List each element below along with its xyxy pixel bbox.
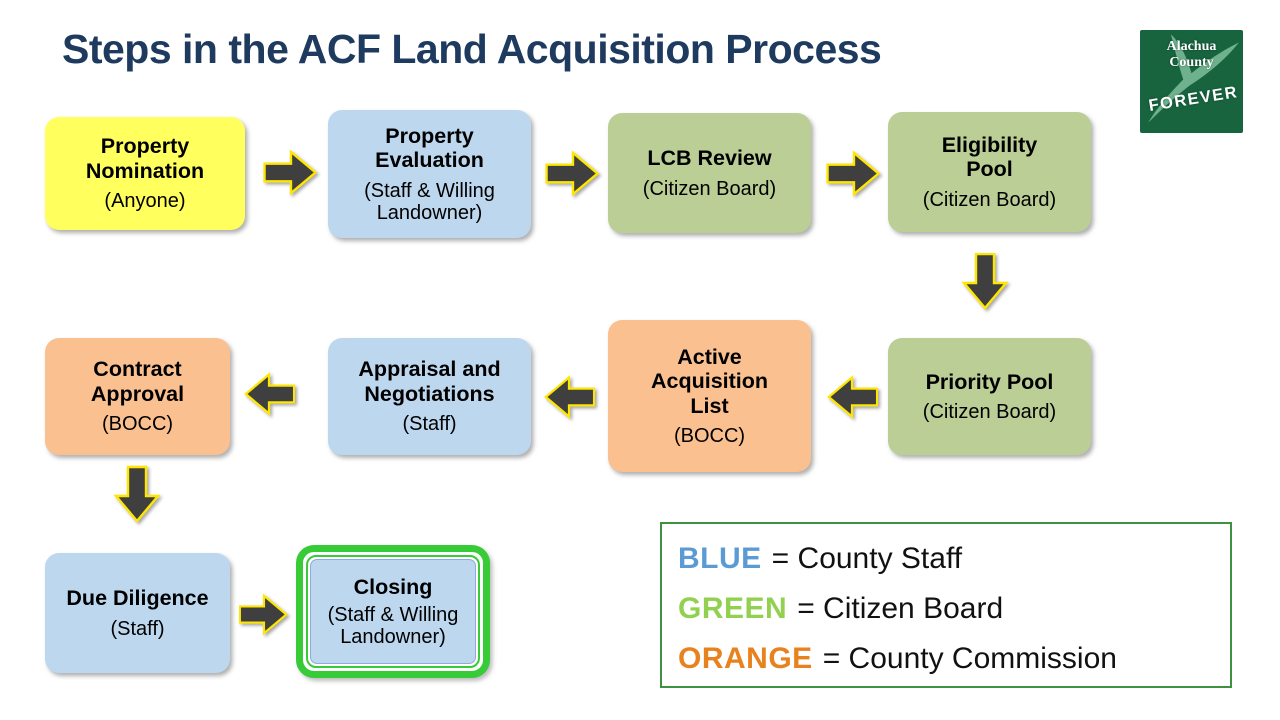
arrow-left-icon (243, 369, 295, 419)
closing-content: Closing (Staff & Willing Landowner) (310, 559, 476, 664)
page-title: Steps in the ACF Land Acquisition Proces… (62, 26, 882, 72)
legend-term: BLUE (678, 542, 762, 575)
logo-org-name: Alachua County (1166, 39, 1217, 70)
legend-definition: = County Staff (771, 542, 963, 575)
arrow-left-icon (826, 372, 878, 422)
box-title: Property Evaluation (375, 123, 484, 173)
flow-box-contract-approval: Contract Approval (BOCC) (45, 338, 230, 455)
crane-bird-icon (1148, 34, 1239, 123)
flow-box-appraisal-negotiations: Appraisal and Negotiations (Staff) (328, 338, 531, 455)
legend-definition: = Citizen Board (797, 592, 1004, 625)
flow-box-active-acquisition-list: Active Acquisition List (BOCC) (608, 320, 811, 472)
flow-box-priority-pool: Priority Pool (Citizen Board) (888, 338, 1091, 455)
box-title: Appraisal and Negotiations (358, 357, 501, 406)
closing-inner-frame: Closing (Staff & Willing Landowner) (306, 555, 480, 668)
box-subtitle: (Staff & Willing Landowner) (327, 603, 459, 648)
arrow-down-icon (113, 464, 161, 526)
color-legend: BLUE = County Staff GREEN = Citizen Boar… (660, 522, 1232, 688)
flow-box-lcb-review: LCB Review (Citizen Board) (608, 113, 811, 233)
arrow-right-icon (826, 150, 882, 197)
flow-box-eligibility-pool: Eligibility Pool (Citizen Board) (888, 112, 1091, 232)
legend-term: GREEN (678, 592, 788, 625)
box-title: Contract Approval (90, 357, 185, 406)
box-title: Closing (353, 574, 433, 599)
box-subtitle: (BOCC) (673, 425, 746, 448)
box-title: Priority Pool (925, 369, 1054, 394)
legend-term: ORANGE (678, 642, 813, 675)
legend-row-green: GREEN = Citizen Board (678, 584, 1230, 634)
flow-box-property-evaluation: Property Evaluation (Staff & Willing Lan… (328, 110, 531, 238)
arrow-right-icon (545, 150, 601, 197)
box-title: Property Nomination (85, 134, 205, 183)
arrow-right-icon (263, 149, 319, 196)
legend-definition: = County Commission (822, 642, 1117, 675)
arrow-down-icon (961, 253, 1009, 311)
box-subtitle: (Staff & Willing Landowner) (364, 179, 495, 224)
box-subtitle: (Anyone) (104, 190, 186, 213)
box-subtitle: (Staff) (110, 617, 165, 640)
legend-row-orange: ORANGE = County Commission (678, 634, 1230, 684)
flow-box-property-nomination: Property Nomination (Anyone) (45, 117, 245, 230)
alachua-county-forever-logo: Alachua County FOREVER (1140, 30, 1243, 133)
box-subtitle: (Citizen Board) (642, 177, 777, 200)
box-subtitle: (Staff) (402, 413, 457, 436)
legend-row-blue: BLUE = County Staff (678, 534, 1230, 584)
box-subtitle: (BOCC) (101, 413, 174, 436)
flow-box-due-diligence: Due Diligence (Staff) (45, 553, 230, 673)
box-title: Active Acquisition List (650, 344, 769, 418)
box-title: LCB Review (647, 146, 772, 171)
arrow-left-icon (543, 372, 595, 422)
box-title: Eligibility Pool (941, 132, 1038, 182)
flow-box-closing: Closing (Staff & Willing Landowner) (296, 545, 490, 678)
box-subtitle: (Citizen Board) (922, 188, 1057, 211)
box-subtitle: (Citizen Board) (922, 401, 1057, 424)
arrow-right-icon (239, 588, 289, 641)
box-title: Due Diligence (66, 586, 209, 611)
